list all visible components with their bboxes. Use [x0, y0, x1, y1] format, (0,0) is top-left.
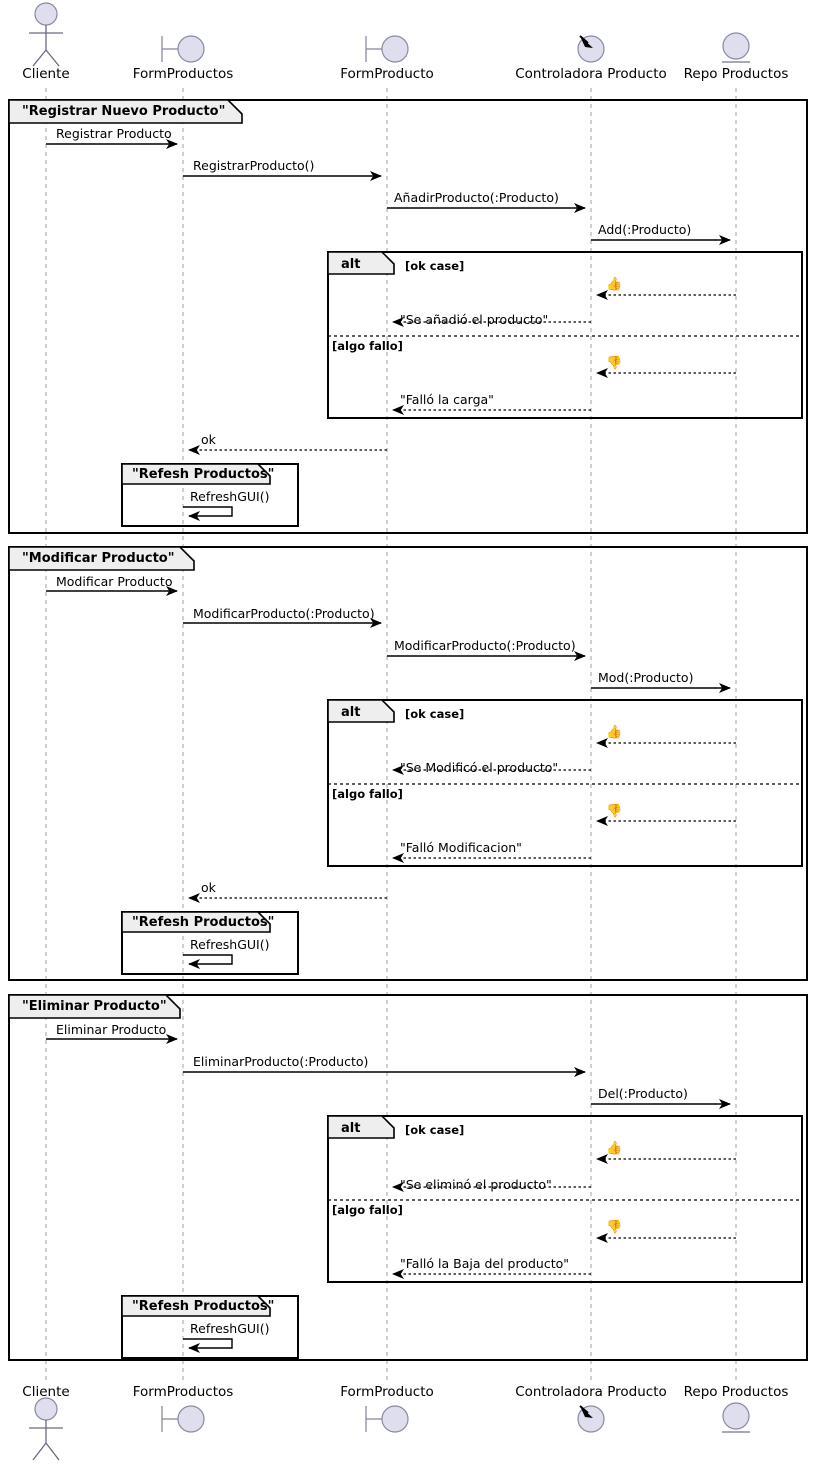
guard-ok-case-registrar: [ok case] [405, 259, 465, 273]
thumbs-down-icon-eliminar: 👎 [606, 1220, 623, 1235]
participant-label-formproducto-bottom: FormProducto [340, 1384, 434, 1400]
message-label-modificar-producto: Modificar Producto [56, 574, 173, 589]
thumbs-up-icon-registrar: 👍 [606, 277, 623, 292]
lifelines-group [45, 88, 737, 1380]
boundary-icon-top-formproductos [161, 35, 205, 63]
alt-keyword-registrar: alt [341, 257, 361, 272]
participant-label-formproducto-top: FormProducto [340, 66, 434, 82]
return-label-se-elimino: "Se eliminó el producto" [400, 1177, 552, 1192]
message-label-modificarproducto-2: ModificarProducto(:Producto) [394, 638, 576, 653]
fragment-modificar-alt-returns [392, 738, 736, 863]
message-label-registrarproducto: RegistrarProducto() [193, 158, 315, 173]
message-label-eliminar-producto: Eliminar Producto [56, 1022, 167, 1037]
fragment-registrar-alt-frame [327, 251, 803, 419]
return-label-fallo-modificacion: "Falló Modificacion" [400, 840, 522, 855]
fragment-title-modificar: "Modificar Producto" [22, 551, 175, 566]
fragment-title-registrar: "Registrar Nuevo Producto" [22, 104, 226, 119]
fragment-modificar-self-call [183, 954, 233, 969]
participant-label-formproductos-top: FormProductos [132, 66, 234, 82]
alt-keyword-modificar: alt [341, 705, 361, 720]
thumbs-up-icon-eliminar: 👍 [606, 1141, 623, 1156]
entity-icon-top [722, 32, 750, 63]
alt-keyword-eliminar: alt [341, 1121, 361, 1136]
return-label-fallo-baja: "Falló la Baja del producto" [400, 1256, 570, 1271]
actor-stick-figure-icon-top [29, 2, 63, 67]
message-label-eliminarproducto: EliminarProducto(:Producto) [193, 1054, 369, 1069]
fragment-registrar-nested-frame [121, 463, 299, 527]
guard-algo-fallo-registrar: [algo fallo] [332, 339, 403, 353]
boundary-icon-bottom-formproducto [365, 1405, 409, 1433]
participant-label-controladora-bottom: Controladora Producto [515, 1384, 667, 1400]
boundary-icon-top-formproducto [365, 35, 409, 63]
message-label-del-producto: Del(:Producto) [598, 1086, 688, 1101]
fragment-modificar-messages [46, 586, 731, 693]
message-label-registrar-producto: Registrar Producto [56, 126, 172, 141]
fragment-title-eliminar: "Eliminar Producto" [22, 999, 167, 1014]
thumbs-down-icon-modificar: 👎 [606, 804, 623, 819]
guard-ok-case-eliminar: [ok case] [405, 1123, 465, 1137]
fragment-modificar-nested-frame [121, 911, 299, 975]
nested-fragment-title-refresh-modificar: "Refesh Productos" [132, 915, 275, 930]
thumbs-down-icon-registrar: 👎 [606, 356, 623, 371]
fragment-eliminar-nested-frame [121, 1295, 299, 1359]
thumbs-up-icon-modificar: 👍 [606, 725, 623, 740]
guard-ok-case-modificar: [ok case] [405, 707, 465, 721]
fragment-eliminar-self-call [183, 1338, 233, 1353]
self-message-label-refreshgui-modificar: RefreshGUI() [190, 937, 270, 952]
return-label-fallo-carga: "Falló la carga" [400, 392, 494, 407]
boundary-icon-bottom-formproductos [161, 1405, 205, 1433]
return-label-se-modifico: "Se Modificó el producto" [400, 760, 559, 775]
entity-icon-bottom [722, 1402, 750, 1433]
fragment-modificar-alt-frame [327, 699, 803, 867]
message-label-anadirproducto: AñadirProducto(:Producto) [394, 190, 559, 205]
return-label-se-anadio: "Se añadió el producto" [400, 312, 549, 327]
fragment-eliminar-frame [8, 994, 808, 1361]
participant-label-controladora-top: Controladora Producto [515, 66, 667, 82]
return-label-ok-registrar: ok [201, 432, 216, 447]
fragment-registrar-frame [8, 99, 808, 534]
fragment-registrar-messages [46, 139, 731, 245]
fragment-registrar-self-call [183, 506, 233, 521]
fragment-modificar-frame [8, 546, 808, 981]
actor-stick-figure-icon-bottom [29, 1397, 63, 1461]
self-message-label-refreshgui-registrar: RefreshGUI() [190, 489, 270, 504]
control-icon-bottom [577, 1405, 605, 1433]
return-label-ok-modificar: ok [201, 880, 216, 895]
message-label-add-producto: Add(:Producto) [598, 222, 692, 237]
nested-fragment-title-refresh-eliminar: "Refesh Productos" [132, 1299, 275, 1314]
message-label-modificarproducto-1: ModificarProducto(:Producto) [193, 606, 375, 621]
self-message-label-refreshgui-eliminar: RefreshGUI() [190, 1321, 270, 1336]
participant-label-formproductos-bottom: FormProductos [132, 1384, 234, 1400]
participant-label-repo-bottom: Repo Productos [683, 1384, 789, 1400]
message-label-mod-producto: Mod(:Producto) [598, 670, 694, 685]
guard-algo-fallo-eliminar: [algo fallo] [332, 1203, 403, 1217]
fragment-eliminar-messages [46, 1034, 731, 1109]
participant-label-cliente-top: Cliente [22, 66, 70, 82]
fragment-eliminar-alt-returns [392, 1154, 736, 1279]
nested-fragment-title-refresh-registrar: "Refesh Productos" [132, 467, 275, 482]
control-icon-top [577, 35, 605, 63]
guard-algo-fallo-modificar: [algo fallo] [332, 787, 403, 801]
fragment-registrar-alt-returns [392, 290, 736, 415]
participant-label-cliente-bottom: Cliente [22, 1384, 70, 1400]
fragment-eliminar-alt-frame [327, 1115, 803, 1283]
participant-label-repo-top: Repo Productos [683, 66, 789, 82]
